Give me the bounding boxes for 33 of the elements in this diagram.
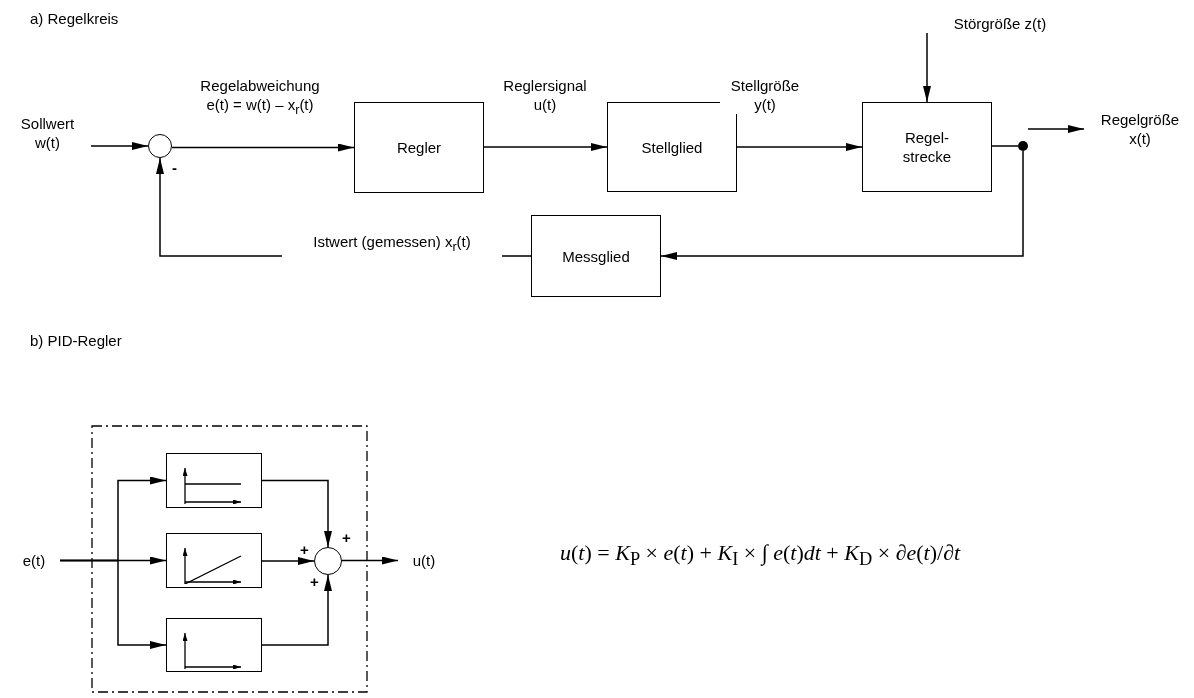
derivative-block [166,618,262,672]
process-box: Regel- strecke [862,102,992,192]
arrow [923,32,931,103]
proportional-block [166,453,262,508]
signal-label: Regelgröße x(t) [1090,110,1190,148]
section-heading: a) Regelkreis [30,10,119,27]
signal-label: u(t) [404,551,444,570]
sign-label: + [300,542,309,558]
sign-label: - [172,160,177,176]
arrow [736,143,863,151]
arrow [660,150,1024,260]
formula: u(t) = K$_{P}$ × e(t) + K$_{I}$ × ∫ e(t)dt + K$_{D}$ × ∂e(t)/∂t [560,540,961,571]
integral-block [166,533,262,588]
arrow [1027,125,1085,133]
arrow [59,559,167,649]
process-box: Regler [354,102,484,193]
arrow [261,479,332,548]
arrow [483,143,608,151]
process-box: Messglied [531,215,661,297]
sign-label: + [342,530,351,546]
signal-label: Sollwert w(t) [10,114,85,152]
arrow [261,557,315,565]
sign-label: + [310,574,319,590]
signal-label: Störgröße z(t) [935,14,1065,33]
arrow [261,574,332,646]
section-heading: b) PID-Regler [30,332,122,349]
arrow [171,143,355,152]
signal-label: e(t) [14,551,54,570]
junction-dot [1018,141,1028,151]
process-box: Stellglied [607,102,737,192]
arrow [90,142,149,150]
arrow [341,556,399,565]
controller-boundary [91,425,368,693]
